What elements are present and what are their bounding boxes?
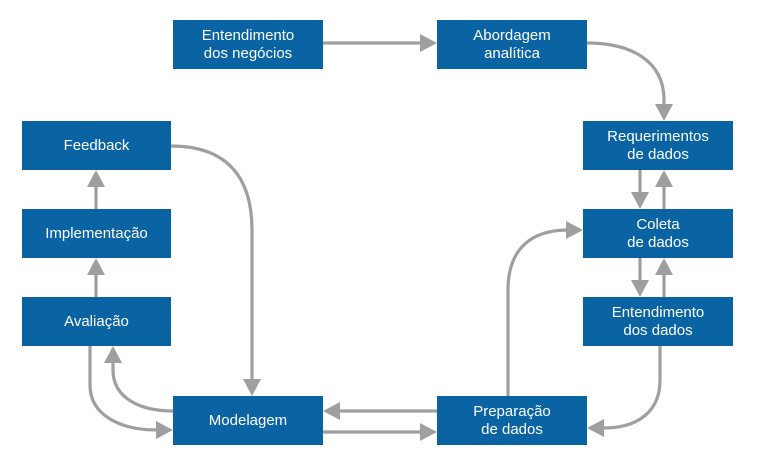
node-abordagem-analitica: Abordagem analítica [437,20,587,69]
arrow-coleta-to-requerimentos [655,170,673,209]
node-coleta-de-dados: Coleta de dados [583,209,733,258]
node-feedback: Feedback [22,121,171,170]
arrow-negocios-to-abordagem [323,34,437,52]
arrow-modelagem-to-avaliacao [104,346,174,413]
node-entendimento-dos-negocios: Entendimento dos negócios [173,20,323,69]
arrow-implementacao-to-feedback [87,170,105,209]
arrow-requerimentos-to-coleta [631,170,649,209]
arrow-avaliacao-to-implementacao [87,258,105,297]
arrow-preparacao-to-coleta [506,221,583,396]
arrow-feedback-to-modelagem [170,144,261,396]
arrow-preparacao-to-modelagem [323,402,437,420]
node-requerimentos-de-dados: Requerimentos de dados [583,121,733,170]
arrow-coleta-to-entendimento [631,258,649,297]
node-avaliacao: Avaliação [22,297,171,346]
arrow-entendimento-to-coleta [655,258,673,297]
arrow-avaliacao-to-modelagem [88,346,173,439]
node-entendimento-dos-dados: Entendimento dos dados [583,297,733,346]
node-implementacao: Implementação [22,209,171,258]
node-preparacao-de-dados: Preparação de dados [437,396,587,445]
node-modelagem: Modelagem [173,396,323,445]
arrow-entendimento-to-preparacao [587,346,662,437]
arrow-abordagem-to-requerimentos [586,41,673,121]
arrow-modelagem-to-preparacao [323,423,437,441]
